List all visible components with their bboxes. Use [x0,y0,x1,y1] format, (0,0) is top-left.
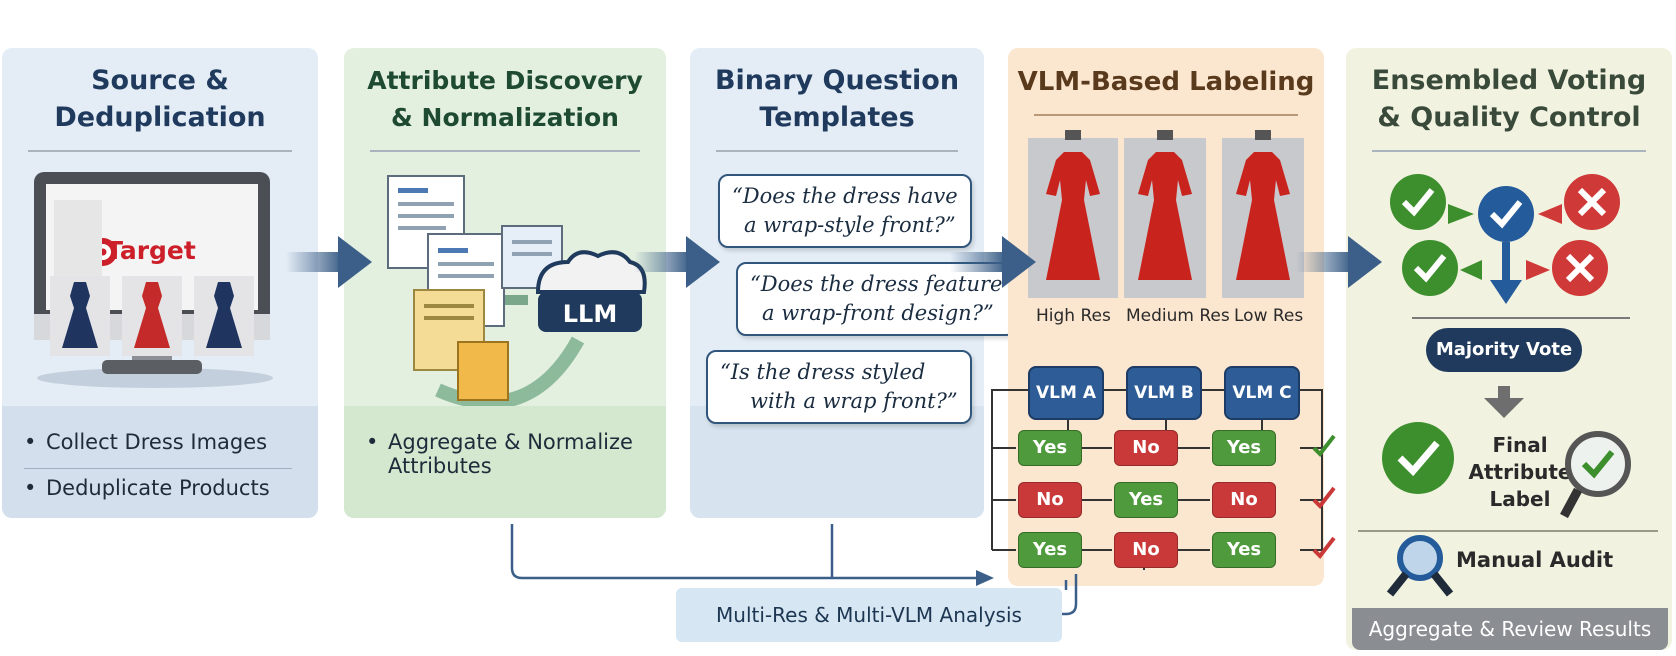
vote-no: No [1018,482,1082,518]
multi-res-banner: Multi-Res & Multi-VLM Analysis [676,588,1062,642]
dress-images [1028,130,1304,298]
vote-yes: Yes [1018,532,1082,568]
final-check-icon [1382,422,1454,494]
vlm-connectors [991,389,1336,570]
vote-yes: Yes [1212,430,1276,466]
arrow-right-icon [1296,236,1382,288]
brand-logo: Target [106,236,196,265]
divider [1034,114,1298,116]
manual-audit-label: Manual Audit [1456,548,1614,572]
divider [1372,150,1646,152]
vote-no: No [1212,482,1276,518]
arrow-right-icon [950,236,1036,288]
vlm-b-box: VLM B [1126,366,1202,420]
arrow-right-icon [634,236,720,288]
magnifier-check-icon [1560,431,1631,519]
bullet-item: Deduplicate Products [24,476,270,500]
dress-thumbnails [50,276,254,356]
divider [370,150,640,152]
stage-footer [690,406,984,518]
stage-title: Binary Question Templates [714,65,960,133]
aggregate-review-bar: Aggregate & Review Results [1352,608,1668,650]
bullet-item: Collect Dress Images [24,430,267,454]
stage-title: VLM-Based Labeling [1017,67,1315,97]
vote-no: No [1114,532,1178,568]
divider [1358,530,1658,532]
divider [24,468,292,469]
stage-source-dedup: Source & Deduplication Target Collect Dr… [2,48,318,518]
llm-label: LLM [562,300,618,328]
stage-title: Attribute Discovery & Normalization [367,66,643,132]
arrow-right-icon [286,236,372,288]
stage-attribute-discovery: Attribute Discovery & Normalization LLM … [344,48,666,518]
audit-magnifier-icon [1386,535,1454,597]
vlm-c-box: VLM C [1224,366,1300,420]
documents-icon [387,175,647,410]
majority-vote-box: Majority Vote [1426,328,1582,372]
vote-yes: Yes [1212,532,1276,568]
down-arrow-icon [1484,386,1524,418]
divider [716,150,958,152]
voting-icons [1390,174,1630,319]
vote-yes: Yes [1018,430,1082,466]
stage-title: Source & Deduplication [54,65,266,133]
resolution-label: Medium Res [1126,306,1230,326]
resolution-label: High Res [1036,306,1111,326]
vlm-a-box: VLM A [1028,366,1104,420]
resolution-label: Low Res [1234,306,1304,326]
stage-title: Ensembled Voting & Quality Control [1371,65,1647,133]
divider [28,150,292,152]
stage-footer: Collect Dress Images Deduplicate Product… [2,406,318,518]
feedback-connector [510,524,1078,616]
vote-no: No [1114,430,1178,466]
vote-yes: Yes [1114,482,1178,518]
